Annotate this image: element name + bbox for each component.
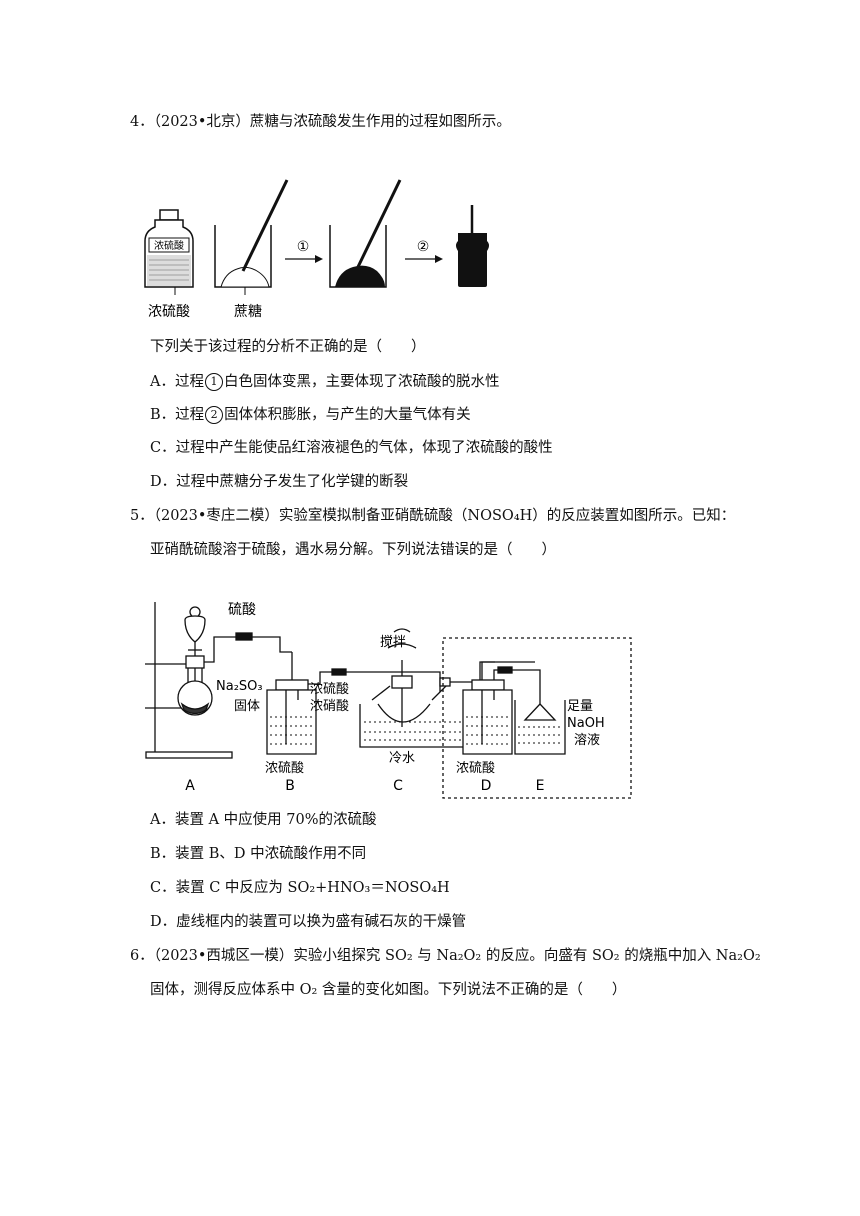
q5-option-c[interactable]: C．装置 C 中反应为 SO₂+HNO₃＝NOSO₄H: [150, 880, 450, 896]
label-solution: 溶液: [574, 733, 600, 748]
option-b-text: 固体体积膨胀，与产生的大量气体有关: [224, 407, 471, 423]
q6-stem-line1: 6．（2023•西城区一模）实验小组探究 SO₂ 与 Na₂O₂ 的反应。向盛有…: [130, 948, 761, 964]
beaker-sugar-icon: [214, 179, 289, 288]
step1-label: ①: [297, 239, 310, 255]
circled-number-1: 1: [204, 373, 223, 391]
q5-stem-line2: 亚硝酰硫酸溶于硫酸，遇水易分解。下列说法错误的是（ ）: [150, 542, 556, 558]
bottle-caption: 浓硫酸: [148, 304, 190, 320]
q6-stem-line2: 固体，测得反应体系中 O₂ 含量的变化如图。下列说法不正确的是（ ）: [150, 982, 627, 998]
arrow-step1-icon: [285, 255, 323, 263]
label-conc-h2so4-c: 浓硫酸: [310, 682, 349, 697]
label-stir: 搅拌: [380, 634, 406, 650]
beaker-caption: 蔗糖: [234, 304, 262, 320]
expanded-carbon-icon: [456, 205, 489, 287]
label-e: E: [536, 778, 545, 794]
label-naoh: NaOH: [567, 716, 605, 731]
reagent-bottle-icon: 浓硫酸: [144, 209, 194, 288]
q4-figure: 浓硫酸 浓硫酸 蔗糖 ① ②: [144, 179, 489, 320]
label-conc-h2so4-d: 浓硫酸: [456, 761, 495, 776]
naoh-beaker-icon: [514, 700, 566, 755]
q4-prompt: 下列关于该过程的分析不正确的是（ ）: [150, 339, 426, 355]
q4-option-c[interactable]: C．过程中产生能使品红溶液褪色的气体，体现了浓硫酸的酸性: [150, 440, 553, 456]
q5-option-a[interactable]: A．装置 A 中应使用 70%的浓硫酸: [150, 812, 377, 828]
label-na2so3: Na₂SO₃: [216, 679, 263, 694]
label-a: A: [185, 778, 195, 794]
circled-number-2: 2: [205, 406, 224, 424]
q5-stem-line1: 5．（2023•枣庄二模）实验室模拟制备亚硝酰硫酸（NOSO₄H）的反应装置如图…: [130, 508, 736, 524]
q4-stem: 4．（2023•北京）蔗糖与浓硫酸发生作用的过程如图所示。: [130, 114, 511, 130]
label-solid: 固体: [234, 699, 260, 714]
label-sulfuric-acid: 硫酸: [228, 602, 256, 618]
label-conc-h2so4-b: 浓硫酸: [265, 761, 304, 776]
gas-washing-bottle-d-icon: [462, 661, 541, 755]
round-flask-icon: [177, 655, 213, 716]
q4-option-d[interactable]: D．过程中蔗糖分子发生了化学键的断裂: [150, 474, 409, 490]
step2-label: ②: [417, 239, 430, 255]
option-a-prefix: A．过程: [150, 374, 204, 390]
option-b-prefix: B．过程: [150, 407, 205, 423]
label-excess: 足量: [567, 699, 593, 714]
label-b: B: [285, 778, 295, 794]
q5-option-d[interactable]: D．虚线框内的装置可以换为盛有碱石灰的干燥管: [150, 914, 467, 930]
label-d: D: [481, 778, 492, 794]
label-c: C: [393, 778, 403, 794]
bottle-label: 浓硫酸: [154, 239, 184, 252]
label-conc-hno3: 浓硝酸: [310, 699, 349, 714]
beaker-carbon-icon: [329, 179, 402, 288]
q5-option-b[interactable]: B．装置 B、D 中浓硫酸作用不同: [150, 846, 367, 862]
arrow-step2-icon: [405, 255, 443, 263]
gas-washing-bottle-b-icon: [266, 679, 317, 755]
q5-apparatus-figure: 硫酸 Na₂SO₃ 固体 搅拌 浓硫酸 浓硝酸 冷水 浓硫酸 浓硫酸 足量 Na…: [145, 602, 632, 799]
separatory-funnel-icon: [184, 606, 206, 690]
label-cold-water: 冷水: [389, 751, 415, 766]
option-a-text: 白色固体变黑，主要体现了浓硫酸的脱水性: [223, 374, 500, 390]
